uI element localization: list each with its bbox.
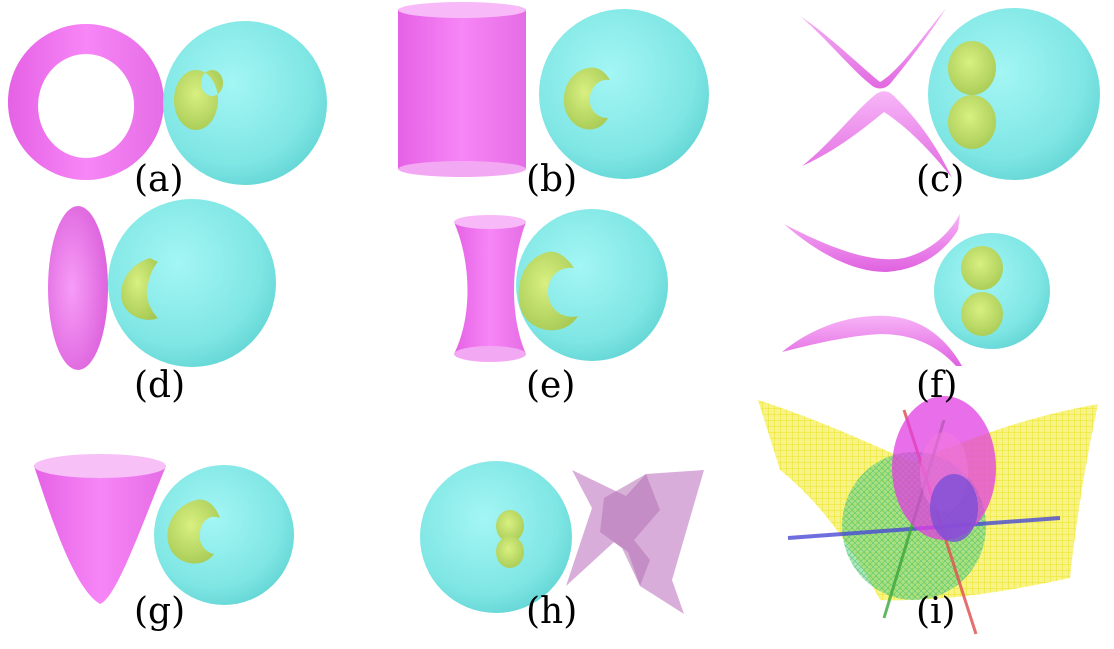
cylinder-surface: [398, 9, 526, 169]
hyperbolic-sheet-upper: [784, 214, 960, 272]
panel-b: [398, 2, 709, 179]
panel-label-h: (h): [526, 591, 578, 632]
contact-region-lower: [496, 536, 524, 568]
hyperbolic-sheet-lower: [782, 315, 962, 366]
panel-label-f: (f): [916, 365, 958, 406]
contact-region-lower: [961, 292, 1003, 336]
sphere-surface: [928, 8, 1100, 180]
cylinder-top: [398, 2, 526, 18]
panel-label-b: (b): [526, 159, 578, 200]
contact-region: [121, 258, 158, 320]
sphere-surface: [420, 461, 572, 613]
torus-surface: [7, 24, 164, 180]
paraboloid-rim: [34, 454, 166, 478]
violet-region: [930, 474, 978, 542]
sphere-surface: [108, 199, 276, 367]
panel-f: [782, 214, 1050, 366]
sphere-surface: [539, 9, 709, 179]
contact-region: [563, 67, 610, 130]
contact-region-upper: [496, 510, 524, 542]
cylinder-bottom: [398, 161, 526, 177]
panel-label-i: (i): [916, 591, 956, 632]
contact-region-upper: [948, 41, 996, 95]
panel-label-c: (c): [916, 159, 965, 200]
contact-region-lower: [948, 95, 996, 149]
panel-label-d: (d): [134, 365, 186, 406]
panel-e: [454, 209, 668, 362]
panel-g: [34, 454, 294, 605]
hyperboloid-surface: [454, 222, 526, 354]
paraboloid-surface: [34, 466, 166, 604]
panel-i: [758, 396, 1098, 635]
contact-region: [518, 251, 578, 331]
panel-label-a: (a): [134, 159, 184, 200]
hyperbolic-sheet-upper: [800, 8, 946, 89]
panel-a: [7, 21, 327, 185]
hyperbolic-sheet-lower: [802, 91, 952, 178]
sphere-surface: [154, 465, 294, 605]
hyperboloid-bottom: [454, 346, 526, 362]
contact-region: [167, 499, 220, 564]
panel-d: [48, 199, 276, 370]
contact-region: [173, 70, 224, 130]
panel-c: [800, 8, 1100, 180]
panel-h: [420, 461, 704, 614]
folded-sheet-front: [600, 474, 660, 586]
panel-label-g: (g): [134, 591, 186, 632]
ellipsoid-surface: [48, 206, 108, 370]
sphere-surface: [163, 21, 327, 185]
contact-region-upper: [961, 246, 1003, 290]
hyperboloid-top: [454, 215, 526, 229]
panel-label-e: (e): [526, 365, 576, 406]
